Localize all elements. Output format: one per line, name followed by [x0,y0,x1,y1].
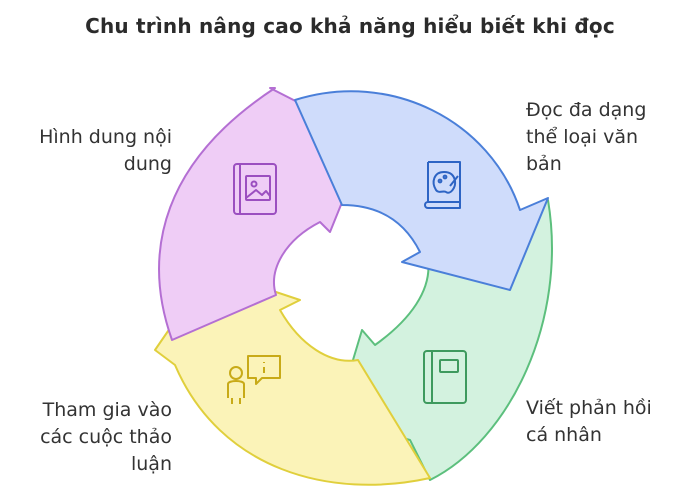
diagram-title: Chu trình nâng cao khả năng hiểu biết kh… [85,14,615,38]
person-chat-icon [227,355,281,404]
label-discuss: Tham gia vào các cuộc thảo luận [40,397,172,478]
picture-book-icon [233,163,277,215]
label-read-line: Đọc đa dạng [526,99,647,121]
label-visualize-line: dung [123,153,172,175]
arrow-discuss [154,269,431,486]
label-write: Viết phản hồi cá nhân [526,395,652,449]
label-write-line: Viết phản hồi [526,397,652,419]
label-visualize-line: Hình dung nội [39,126,172,148]
label-discuss-line: luận [130,453,172,475]
label-read-line: thể loại văn [526,126,639,148]
label-discuss-line: Tham gia vào [42,399,172,421]
notebook-icon [423,350,467,404]
arrow-read [294,90,549,291]
book-palette-icon [424,161,461,209]
label-visualize: Hình dung nội dung [39,124,172,178]
label-write-line: cá nhân [526,424,602,446]
label-discuss-line: các cuộc thảo [40,426,172,448]
label-read-line: bản [526,153,562,175]
label-read: Đọc đa dạng thể loại văn bản [526,97,646,178]
